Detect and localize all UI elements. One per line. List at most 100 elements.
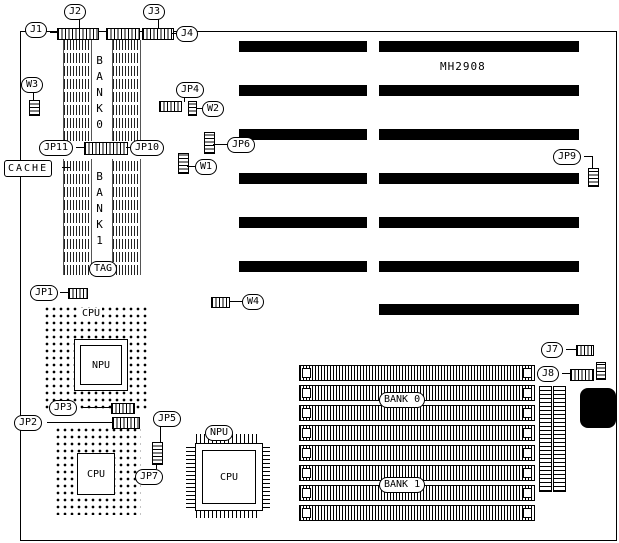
qfp-pins-left bbox=[186, 444, 195, 508]
isa-slot bbox=[379, 41, 579, 52]
jumper-jp11-jp10 bbox=[84, 142, 128, 155]
jumper-jp1 bbox=[68, 288, 88, 299]
leader-line bbox=[158, 19, 159, 28]
connector-j1 bbox=[57, 28, 99, 40]
callout-j4: J4 bbox=[176, 26, 199, 42]
isa-slot bbox=[239, 41, 367, 52]
isa-slot bbox=[239, 217, 367, 228]
cache-label-box: CACHE bbox=[4, 160, 53, 177]
qfp-cpu-label: CPU bbox=[219, 471, 239, 483]
isa-slot bbox=[239, 261, 367, 272]
dram-column bbox=[63, 159, 92, 275]
dram-column bbox=[63, 40, 92, 141]
jumper-w3 bbox=[29, 100, 40, 116]
connector-j3 bbox=[142, 28, 174, 40]
pga1-cpu-label: CPU bbox=[80, 308, 103, 319]
board-model: MH2908 bbox=[440, 60, 486, 73]
isa-slot bbox=[379, 129, 579, 140]
npu-socket-inner: NPU bbox=[80, 345, 122, 385]
leader-line bbox=[156, 463, 157, 469]
pga1-npu-label: NPU bbox=[91, 359, 111, 371]
leader-line bbox=[229, 301, 242, 302]
callout-j1: J1 bbox=[25, 22, 48, 38]
pga2-inner: CPU bbox=[77, 453, 115, 495]
isa-slot bbox=[379, 85, 579, 96]
cache-label: CACHE bbox=[8, 163, 49, 174]
callout-w2-label: W2 bbox=[207, 103, 220, 114]
callout-jp4: JP4 bbox=[176, 82, 205, 98]
isa-slot bbox=[379, 217, 579, 228]
callout-jp10: JP10 bbox=[130, 140, 165, 156]
callout-jp3: JP3 bbox=[49, 400, 78, 416]
edge-connector-strip bbox=[539, 386, 552, 492]
simm-socket bbox=[299, 365, 535, 381]
callout-jp5: JP5 bbox=[153, 411, 182, 427]
jumper-jp6 bbox=[204, 132, 215, 154]
isa-slot bbox=[239, 129, 367, 140]
leader-line bbox=[81, 407, 111, 408]
callout-jp1-label: JP1 bbox=[35, 287, 54, 298]
simm-socket bbox=[299, 505, 535, 521]
leader-line bbox=[566, 349, 576, 350]
isa-slot bbox=[379, 261, 579, 272]
dram-column bbox=[112, 40, 141, 141]
isa-slot bbox=[379, 173, 579, 184]
leader-line bbox=[184, 96, 185, 102]
leader-line bbox=[33, 91, 34, 100]
keyboard-din-connector bbox=[580, 388, 616, 428]
leader-line bbox=[172, 33, 176, 34]
leader-line bbox=[79, 19, 80, 28]
callout-w4-label: W4 bbox=[247, 296, 260, 307]
jumper-jp3 bbox=[111, 403, 135, 414]
callout-jp6: JP6 bbox=[227, 137, 256, 153]
connector-j8 bbox=[570, 369, 594, 381]
dram-bank0-label: BANK0 bbox=[93, 54, 106, 134]
qfp-pins-right bbox=[261, 444, 270, 508]
callout-jp2: JP2 bbox=[14, 415, 43, 431]
callout-w4: W4 bbox=[242, 294, 265, 310]
callout-w2: W2 bbox=[202, 101, 225, 117]
callout-w1-label: W1 bbox=[200, 161, 213, 172]
isa-slot bbox=[379, 304, 579, 315]
simm-bank0-label: BANK 0 bbox=[384, 394, 421, 405]
callout-jp11-label: JP11 bbox=[44, 142, 69, 153]
leader-line bbox=[160, 426, 161, 442]
isa-slot bbox=[239, 85, 367, 96]
callout-jp10-label: JP10 bbox=[135, 142, 160, 153]
callout-jp2-label: JP2 bbox=[19, 417, 38, 428]
jumper-jp2 bbox=[112, 417, 140, 429]
callout-j4-label: J4 bbox=[181, 28, 194, 39]
jumper-jp9 bbox=[588, 168, 599, 187]
jumper-jp5-jp7 bbox=[152, 442, 163, 465]
callout-jp7-label: JP7 bbox=[140, 471, 159, 482]
leader-line bbox=[562, 373, 570, 374]
callout-jp9: JP9 bbox=[553, 149, 582, 165]
jumper-jp4 bbox=[159, 101, 182, 112]
leader-line bbox=[592, 156, 593, 168]
simm-socket bbox=[299, 445, 535, 461]
callout-j3-label: J3 bbox=[148, 6, 161, 17]
leader-line bbox=[213, 144, 227, 145]
callout-w3: W3 bbox=[21, 77, 44, 93]
leader-line bbox=[60, 292, 68, 293]
callout-j7: J7 bbox=[541, 342, 564, 358]
dram-bank1-label: BANK1 bbox=[93, 170, 106, 250]
callout-j7-label: J7 bbox=[546, 344, 559, 355]
tag-label: TAG bbox=[94, 263, 113, 274]
leader-line bbox=[187, 166, 195, 167]
leader-line bbox=[76, 147, 84, 148]
simm-bank0-label-box: BANK 0 bbox=[379, 392, 426, 408]
leader-line bbox=[584, 156, 593, 157]
jumper-right-edge bbox=[596, 362, 606, 380]
leader-line bbox=[196, 108, 202, 109]
callout-j2: J2 bbox=[64, 4, 87, 20]
simm-bank1-label: BANK 1 bbox=[384, 479, 421, 490]
callout-jp6-label: JP6 bbox=[232, 139, 251, 150]
callout-j2-label: J2 bbox=[69, 6, 82, 17]
isa-slot bbox=[239, 173, 367, 184]
pga2-cpu-label: CPU bbox=[86, 468, 106, 480]
dram-column bbox=[112, 159, 141, 275]
tag-label-box: TAG bbox=[89, 261, 118, 277]
leader-line bbox=[47, 422, 112, 423]
